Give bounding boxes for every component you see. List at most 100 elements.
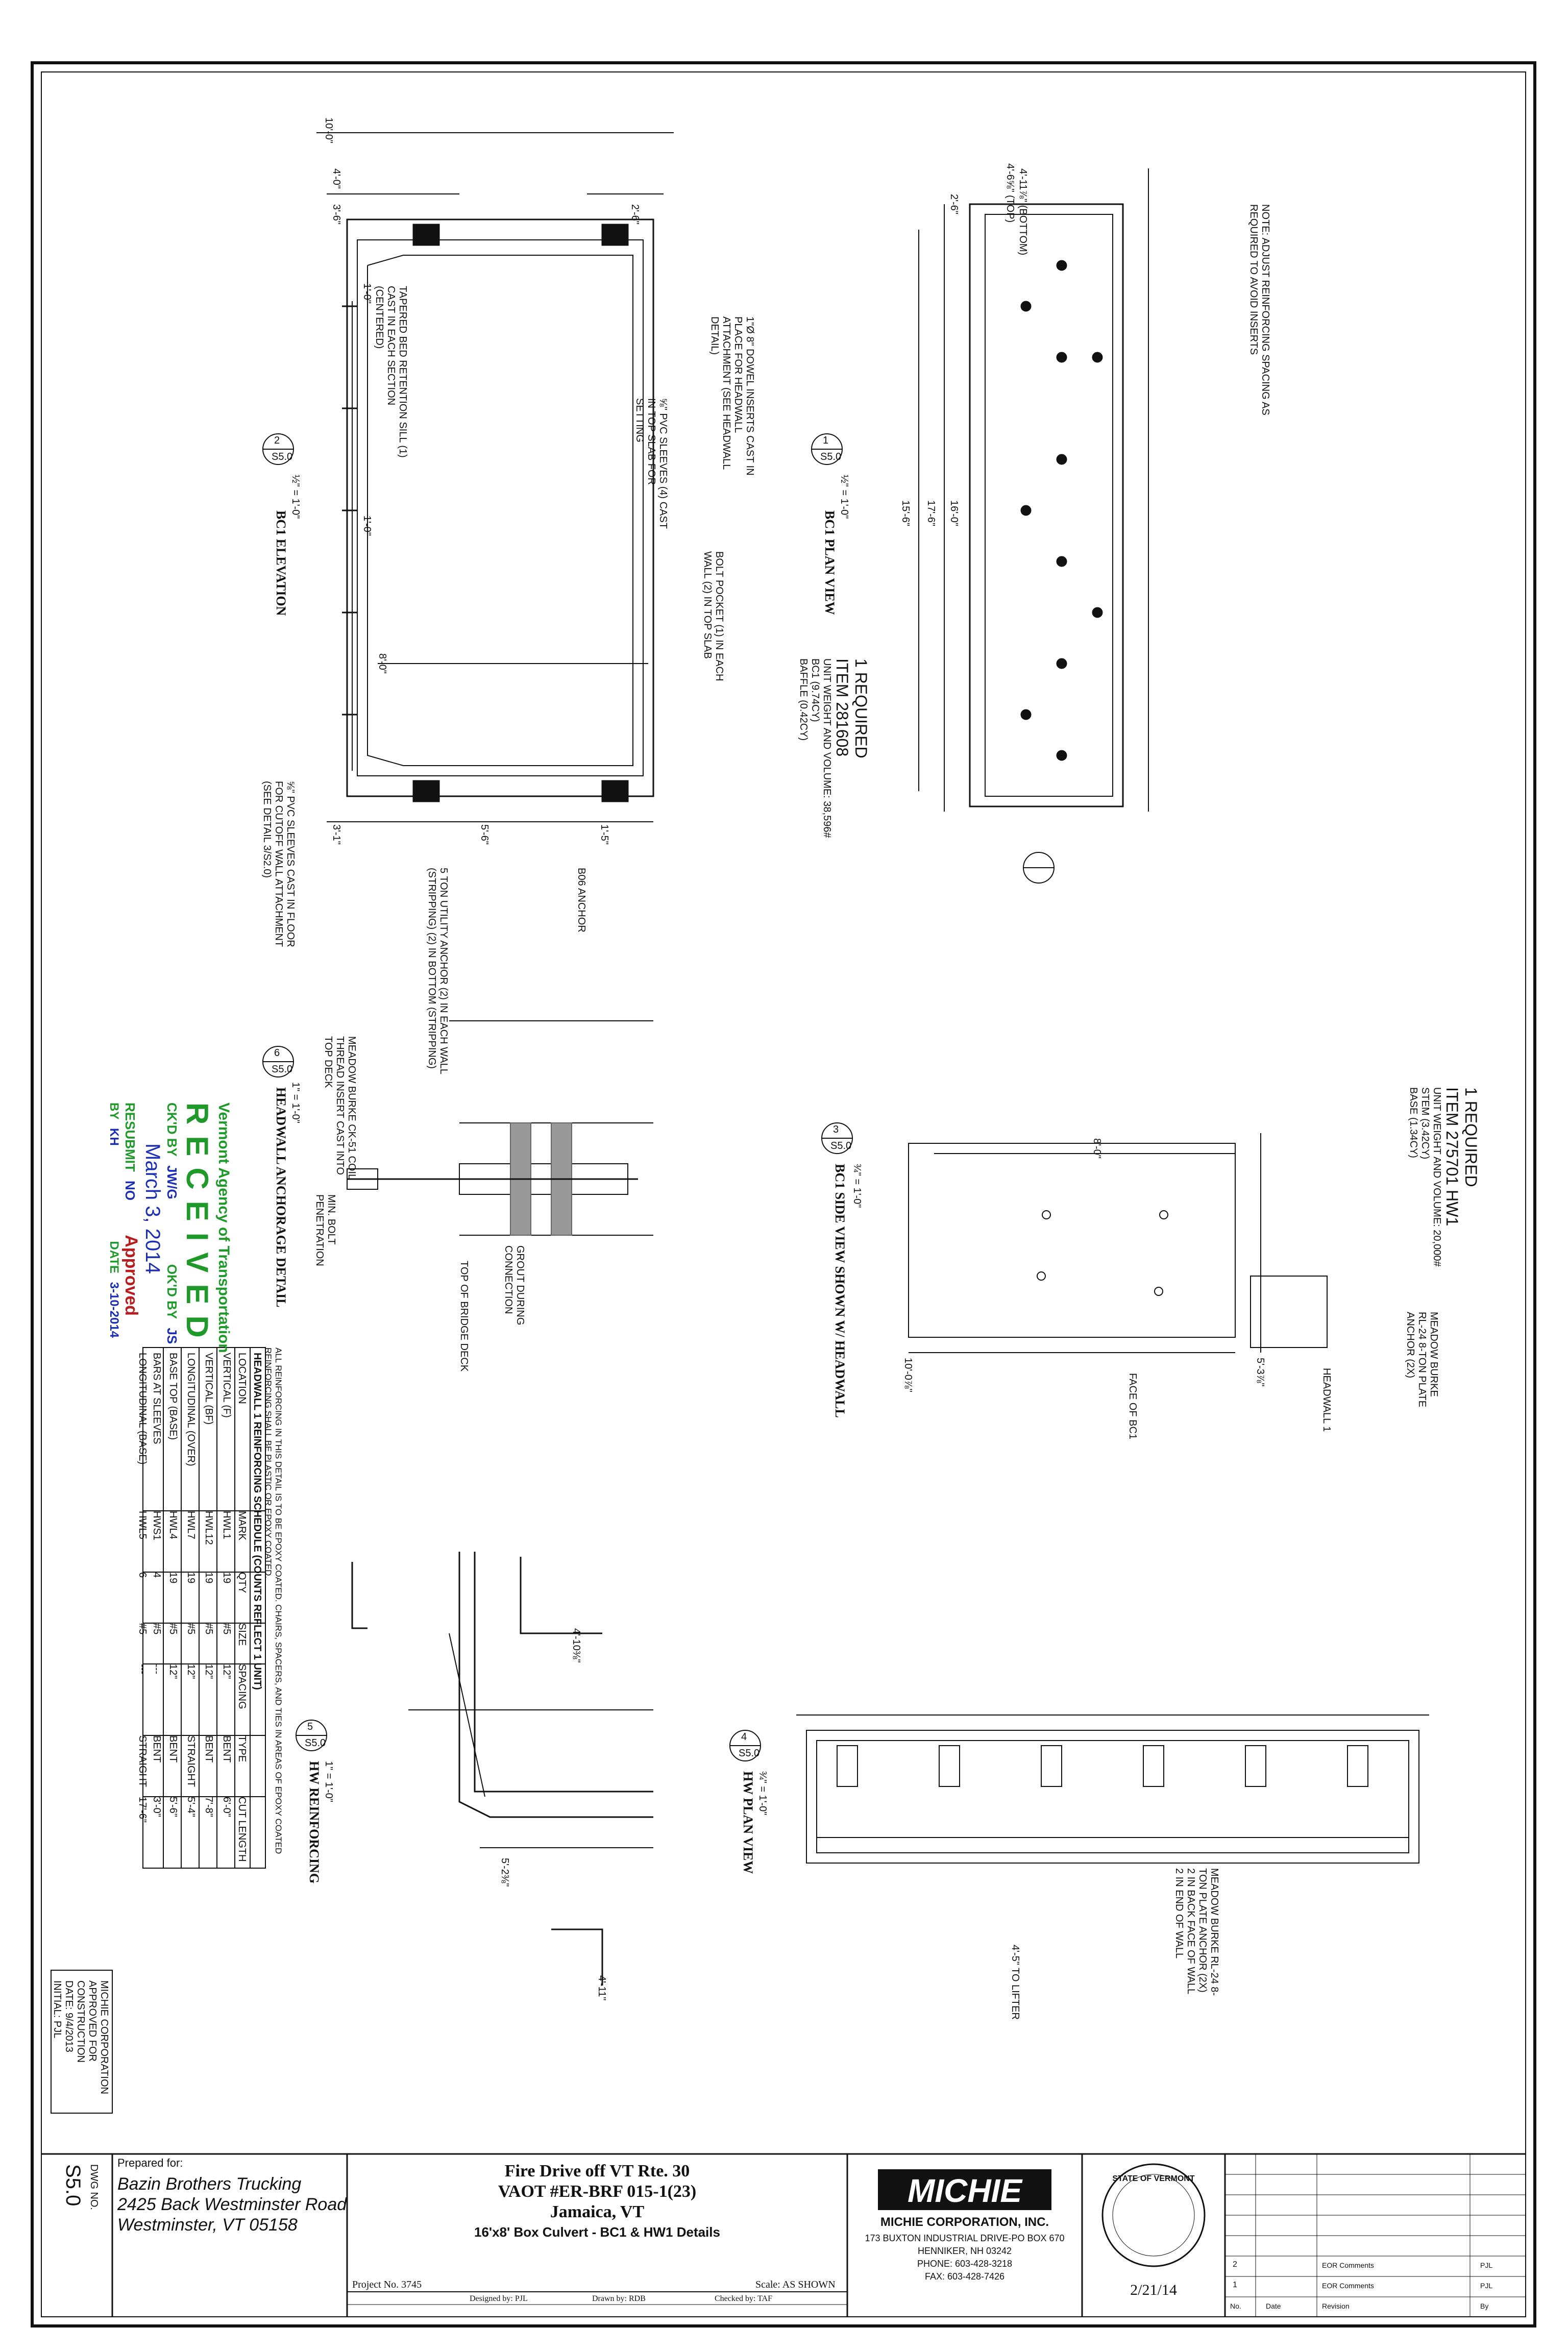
- title-block-lines: [41, 2153, 1526, 2317]
- note-tapered-sill: TAPERED BED RETENTION SILL (1) CAST IN E…: [374, 286, 408, 458]
- schedule-cell: LONGITUDINAL (OVER): [185, 1353, 197, 1466]
- schedule-cell: #5: [137, 1623, 148, 1635]
- dimension: 10'-0": [323, 117, 334, 143]
- approval-initial: INITIAL: PJL: [52, 1980, 63, 2039]
- detail-tag-sheet: S5.0: [305, 1737, 326, 1749]
- detail-tag-number: 5: [307, 1721, 313, 1732]
- headwall-anchorage-drawing: [347, 1020, 653, 1236]
- note-face-bc1: FACE OF BC1: [1127, 1373, 1138, 1440]
- schedule-cell: HWL1: [221, 1511, 232, 1539]
- schedule-cell: 6'-0": [221, 1797, 232, 1817]
- item-required: 1 REQUIRED: [852, 658, 870, 758]
- item-block-hw1: 1 REQUIRED ITEM 275701 HW1 UNIT WEIGHT A…: [1407, 1087, 1480, 1267]
- michie-logo-bg: [878, 2169, 1051, 2210]
- vtrans-stamp: Vermont Agency of Transportation RECEIVE…: [107, 1102, 232, 1353]
- stamp-resubmit: NO: [122, 1181, 138, 1201]
- item-volume: STEM (3.42CY): [1419, 1087, 1431, 1160]
- note-reinforcing: NOTE: ADJUST REINFORCING SPACING AS REQU…: [1248, 204, 1271, 415]
- approval-date: DATE: 9/4/2013: [63, 1980, 75, 2052]
- scale-label: Scale: AS SHOWN: [755, 2279, 836, 2290]
- detail-tag-number: 4: [741, 1731, 747, 1743]
- company-fax: FAX: 603-428-7426: [924, 2271, 1005, 2282]
- note-top-deck: TOP OF BRIDGE DECK: [458, 1261, 470, 1372]
- hw-reinforcing-drawing: [351, 1552, 653, 1986]
- schedule-header: CUT LENGTH: [236, 1797, 248, 1862]
- scale-note: ¾" = 1'-0": [851, 1164, 863, 1208]
- schedule-cell: ---: [137, 1664, 148, 1674]
- schedule-table-lines: [142, 1347, 266, 1869]
- checked-by: Checked by: TAF: [715, 2294, 773, 2303]
- title-bc1-plan: BC1 PLAN VIEW: [822, 510, 837, 615]
- note-grout: GROUT DURING CONNECTION: [503, 1245, 526, 1326]
- seal-date: 2/21/14: [1130, 2282, 1177, 2298]
- stamp-label: CK'D BY: [164, 1102, 180, 1157]
- drawn-by: Drawn by: RDB: [592, 2294, 646, 2303]
- stamp-by: KH: [107, 1128, 121, 1146]
- schedule-title: HEADWALL 1 REINFORCING SCHEDULE (COUNTS …: [252, 1353, 263, 1690]
- stamp-received: RECEIVED: [180, 1102, 214, 1349]
- schedule-cell: BENT: [221, 1735, 232, 1763]
- dwg-no: S5.0: [62, 2164, 84, 2207]
- schedule-header: TYPE: [236, 1735, 248, 1762]
- detail-tag-sheet: S5.0: [830, 1140, 852, 1152]
- dimension: 5'-3⅞": [1255, 1358, 1266, 1387]
- table-row: BASE TOP (BASE)HWL419#512"BENT5'-6": [167, 1353, 179, 1863]
- dimension: 4'-10⅜": [571, 1628, 582, 1663]
- detail-tag-number: 1: [823, 435, 829, 446]
- approval-text: MICHIE CORPORATION APPROVED FOR CONSTRUC…: [75, 1980, 110, 2094]
- detail-tag-number: 2: [274, 435, 280, 446]
- item-volume: BASE (1.34CY): [1408, 1087, 1419, 1158]
- rev-description: EOR Comments: [1322, 2261, 1374, 2269]
- stamp-label: DATE: [107, 1241, 121, 1273]
- seal-text: STATE OF VERMONT: [1112, 2174, 1195, 2183]
- scale-note: ¾" = 1'-0": [757, 1771, 768, 1816]
- client-address: 2425 Back Westminster Road: [117, 2195, 347, 2214]
- schedule-cell: #5: [151, 1623, 162, 1635]
- rev-number: 2: [1233, 2260, 1237, 2269]
- item-block-bc1: 1 REQUIRED ITEM 281608 UNIT WEIGHT AND V…: [797, 658, 870, 838]
- schedule-cell: STRAIGHT: [137, 1735, 148, 1787]
- dimension: 8'-0": [1091, 1138, 1102, 1159]
- note-dowel-inserts: 1"Ø 8" DOWEL INSERTS CAST IN PLACE FOR H…: [709, 316, 755, 476]
- dimension: 15'-6": [900, 500, 911, 526]
- michie-logo: MICHIE: [908, 2172, 1022, 2209]
- company-name: MICHIE CORPORATION, INC.: [880, 2215, 1049, 2229]
- schedule-cell: HWL12: [203, 1511, 214, 1545]
- approval-box-frame: [51, 1970, 113, 2114]
- stamp-label: RESUBMIT: [122, 1102, 138, 1172]
- note-meadow-burke: MEADOW BURKE RL-24 8-TON PLATE ANCHOR (2…: [1405, 1312, 1439, 1408]
- schedule-note: ALL REINFORCING IN THIS DETAIL IS TO BE …: [263, 1348, 283, 1854]
- dimension: 8'-0": [377, 653, 388, 674]
- schedule-cell: BASE TOP (BASE): [167, 1353, 179, 1440]
- dwg-no-label: DWG NO.: [88, 2164, 100, 2210]
- schedule-cell: 4: [151, 1572, 162, 1578]
- schedule-cell: 3'-0": [151, 1797, 162, 1817]
- rev-by: PJL: [1480, 2282, 1493, 2290]
- title-hw-plan: HW PLAN VIEW: [741, 1771, 755, 1874]
- schedule-header: SIZE: [236, 1623, 248, 1646]
- schedule-cell: HWS1: [151, 1511, 162, 1540]
- sheet-inner-border: [41, 71, 1526, 2317]
- dimension: 4'-5" TO LIFTER: [1010, 1945, 1021, 2020]
- detail-tag-sheet: S5.0: [272, 451, 293, 462]
- detail-tag-sheet: S5.0: [820, 451, 842, 462]
- scale-note: ½" = 1'-0": [290, 475, 301, 519]
- rev-header-no: No.: [1230, 2302, 1241, 2310]
- table-row: LONGITUDINAL (OVER)HWL719#512"STRAIGHT5'…: [185, 1353, 197, 1863]
- prepared-for-label: Prepared for:: [117, 2157, 183, 2169]
- schedule-cell: 19: [185, 1572, 197, 1584]
- detail-tag-circles: [262, 433, 1055, 1761]
- schedule-header: MARK: [236, 1511, 248, 1540]
- schedule-cell: ---: [151, 1664, 162, 1674]
- sheet-border: [31, 61, 1536, 2328]
- client-name: Bazin Brothers Trucking: [117, 2174, 302, 2194]
- dimension: 1'-5": [599, 824, 610, 845]
- rev-header-by: By: [1480, 2302, 1489, 2310]
- schedule-header-row: LOCATIONMARKQTYSIZESPACINGTYPECUT LENGTH: [236, 1353, 248, 1863]
- dimension: 1'-0": [361, 283, 373, 304]
- schedule-header: SPACING: [236, 1664, 248, 1709]
- title-hw-reinforcing: HW REINFORCING: [307, 1761, 322, 1884]
- dimension: 3'-6": [331, 204, 342, 225]
- schedule-header: LOCATION: [236, 1353, 248, 1404]
- schedule-cell: 5'-4": [185, 1797, 197, 1817]
